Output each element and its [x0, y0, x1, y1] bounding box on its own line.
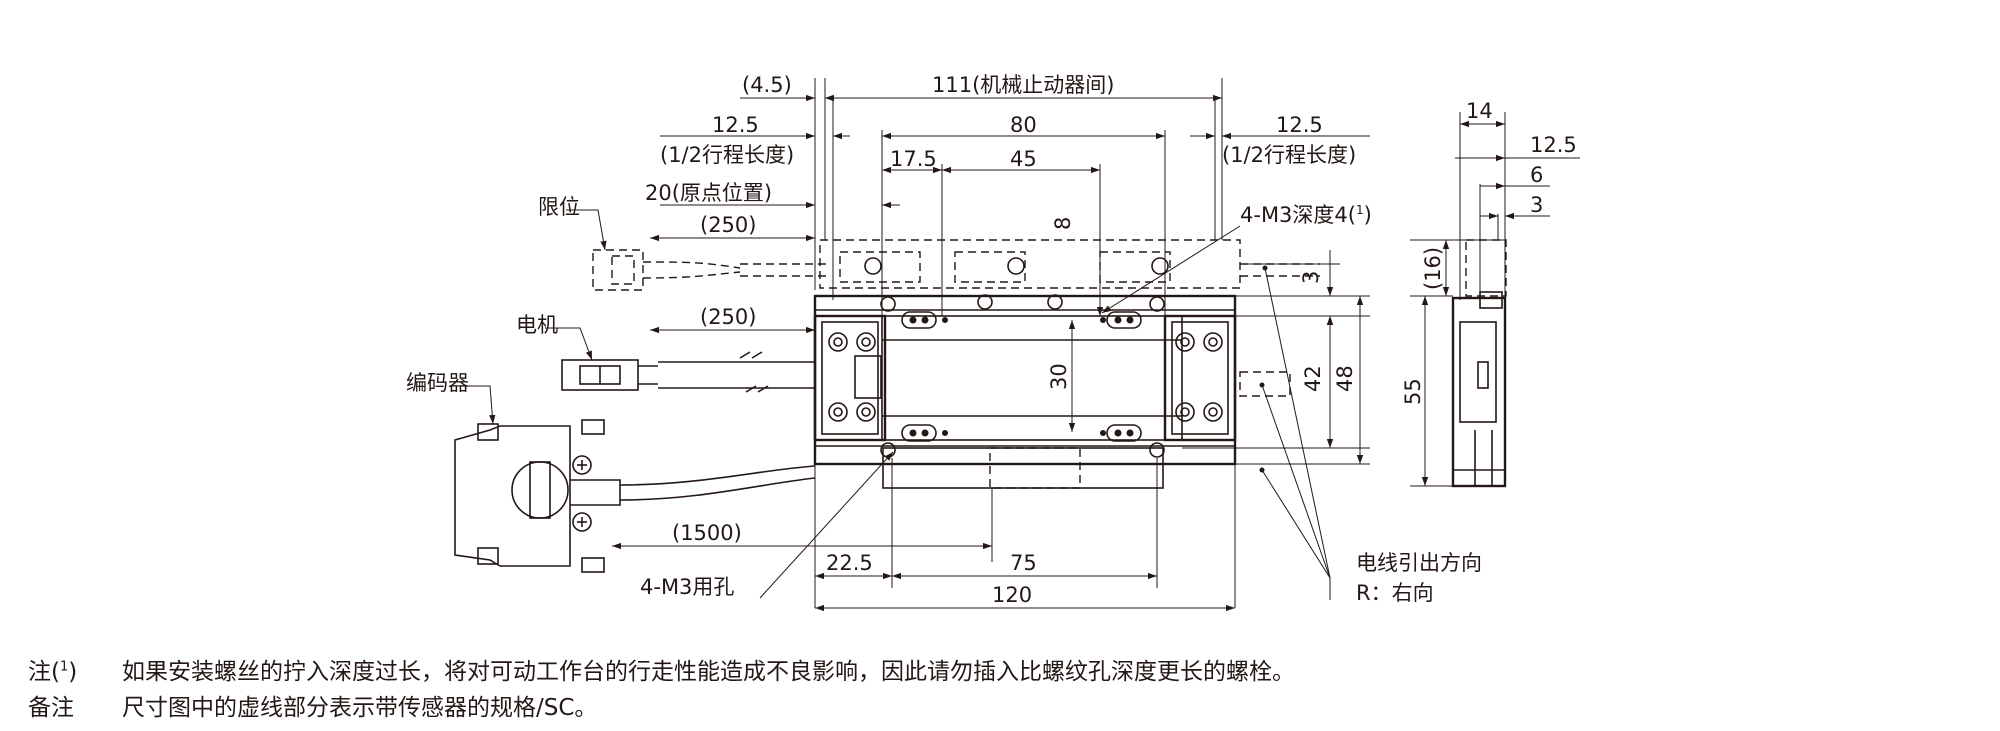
dimension-lines: [612, 94, 1580, 612]
dim-20-origin: 20(原点位置): [645, 181, 772, 205]
dim-55: 55: [1401, 378, 1425, 405]
note-1-label: 注(1): [28, 659, 78, 685]
dim-22-5: 22.5: [826, 551, 873, 575]
remark-label: 备注: [28, 695, 74, 721]
label-wire-right: R：右向: [1356, 581, 1434, 605]
remark-text: 尺寸图中的虚线部分表示带传感器的规格/SC。: [122, 695, 598, 721]
dim-half-stroke-left: (1/2行程长度): [660, 143, 794, 167]
actuator-body: [813, 294, 1237, 489]
dim-42: 42: [1301, 365, 1325, 392]
dim-3-top: 3: [1299, 271, 1323, 284]
dim-1500: (1500): [672, 521, 742, 545]
dim-45: 45: [1010, 147, 1037, 171]
dim-8: 8: [1051, 217, 1075, 230]
dim-16: (16): [1421, 247, 1445, 290]
dim-12-5-right: 12.5: [1276, 113, 1323, 137]
m3-hole-callout: 4-M3用孔: [640, 575, 734, 599]
label-wire-direction: 电线引出方向: [1356, 551, 1482, 575]
dim-75: 75: [1010, 551, 1037, 575]
encoder-connector: [454, 419, 816, 573]
extension-lines: [814, 78, 1370, 608]
leader-lines: [455, 209, 1331, 600]
dim-3-side: 3: [1530, 193, 1543, 217]
dim-120: 120: [992, 583, 1032, 607]
dim-half-stroke-right: (1/2行程长度): [1222, 143, 1356, 167]
side-view: [1451, 239, 1507, 488]
motor-connector: [561, 351, 815, 393]
mounting-holes: [828, 257, 1223, 458]
dim-14: 14: [1466, 99, 1493, 123]
dim-12-5-left: 12.5: [712, 113, 759, 137]
dim-6: 6: [1530, 163, 1543, 187]
dim-4-5: (4.5): [742, 73, 792, 97]
note-1-text: 如果安装螺丝的拧入深度过长，将对可动工作台的行走性能造成不良影响，因此请勿插入比…: [122, 659, 1295, 685]
dim-12-5-side: 12.5: [1530, 133, 1577, 157]
dim-250-top: (250): [700, 213, 756, 237]
dim-80: 80: [1010, 113, 1037, 137]
dim-17-5: 17.5: [890, 147, 937, 171]
dimension-labels: (4.5) 111(机械止动器间) 12.5 (1/2行程长度) 80 12.5…: [640, 73, 1577, 607]
limit-connector: [592, 249, 830, 291]
dim-250-motor: (250): [700, 305, 756, 329]
dim-111: 111(机械止动器间): [932, 73, 1114, 97]
label-encoder: 编码器: [406, 371, 469, 395]
label-motor: 电机: [516, 313, 558, 337]
part-labels: 限位 电机 编码器 电线引出方向 R：右向: [406, 195, 1482, 605]
note-1: 注(1): [28, 652, 77, 686]
m3-depth-callout: 4-M3深度4(1): [1240, 203, 1372, 227]
label-limit: 限位: [538, 195, 580, 219]
dim-30: 30: [1047, 363, 1071, 390]
dim-48: 48: [1333, 365, 1357, 392]
